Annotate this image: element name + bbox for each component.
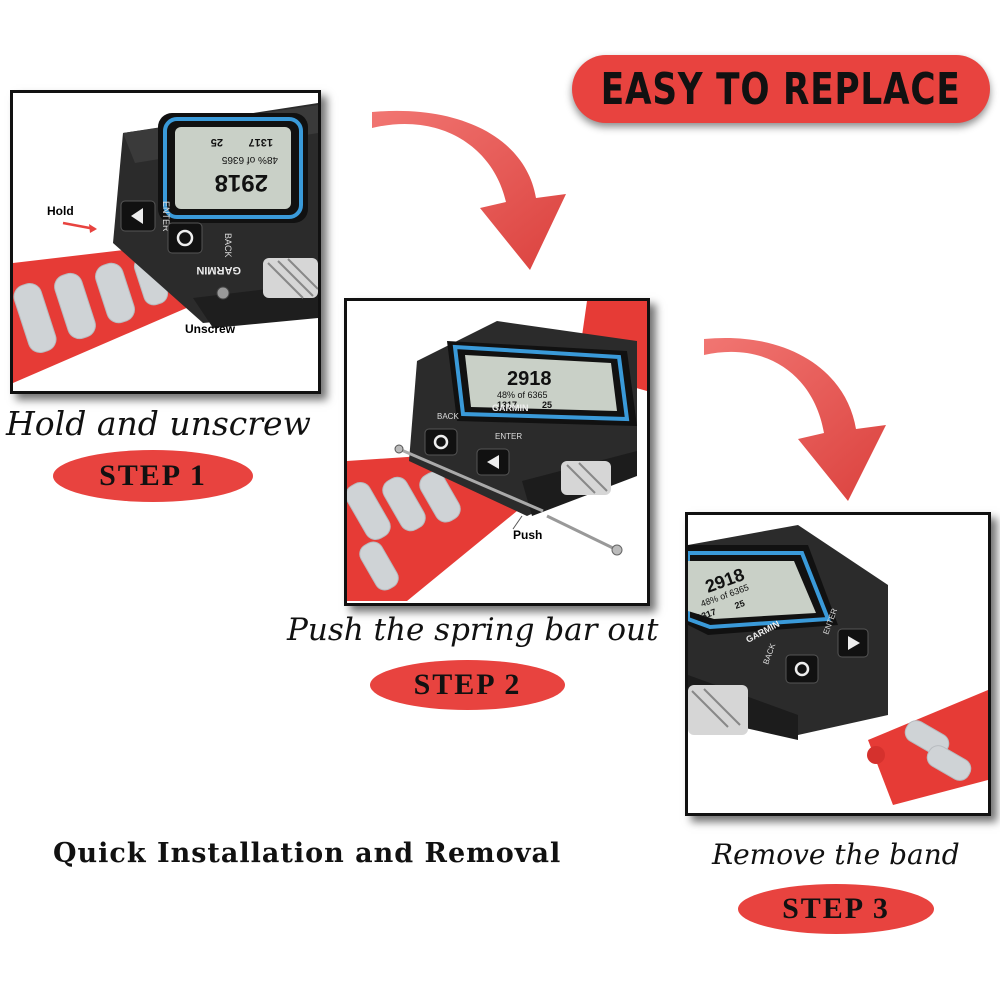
watch-screen-num-b: 25	[542, 400, 552, 410]
unscrew-label: Unscrew	[185, 322, 236, 336]
title-banner: EASY TO REPLACE	[572, 55, 990, 123]
step-1-badge-text: STEP 1	[99, 459, 207, 492]
step-3-photo: 2918 48% of 6365 1317 25 GARMIN BACK ENT…	[685, 512, 991, 816]
watch-button	[424, 428, 458, 456]
step-1-badge: STEP 1	[53, 450, 253, 502]
step-2-badge-text: STEP 2	[413, 668, 522, 701]
step-3-badge: STEP 3	[738, 884, 934, 934]
watch-screen-number: 2918	[215, 169, 268, 196]
watch-button	[785, 654, 819, 684]
push-pin-icon	[546, 514, 616, 551]
watch-illustration: 2918 48% of 6365 1317 25 GARMIN BACK ENT…	[688, 525, 988, 805]
curved-arrow-icon	[704, 337, 886, 501]
play-icon	[487, 455, 499, 469]
back-icon	[794, 661, 810, 677]
play-icon	[131, 208, 143, 224]
step-1-photo: 2918 48% of 6365 1317 25 GARMIN ENTER BA…	[10, 90, 321, 394]
watch-screen-num-b: 25	[733, 598, 746, 611]
watch-button	[167, 222, 203, 254]
watch-strap-detached	[867, 690, 988, 805]
step-2-badge: STEP 2	[370, 660, 565, 710]
curved-arrow-icon	[372, 110, 566, 270]
step-2-caption: Push the spring bar out	[287, 612, 659, 648]
back-icon	[433, 434, 449, 450]
watch-screen-num-a: 1317	[249, 136, 273, 148]
watch-brand-text: GARMIN	[492, 403, 529, 413]
watch-enter-text: ENTER	[161, 201, 171, 232]
watch-screen-num-a: 1317	[497, 400, 517, 410]
step-1-caption: Hold and unscrew	[6, 404, 311, 443]
push-label: Push	[513, 528, 542, 542]
watch-screen-number: 2918	[507, 368, 552, 390]
watch-illustration: 2918 48% of 6365 1317 25 GARMIN BACK ENT…	[347, 301, 647, 601]
watch-screen-line: 48% of 6365	[497, 390, 548, 400]
page-title: EASY TO REPLACE	[601, 63, 961, 115]
back-icon	[176, 229, 194, 247]
watch-screen: 2918 48% of 6365 1317 25	[688, 545, 838, 635]
watch-screen-line: 48% of 6365	[221, 154, 278, 165]
watch-screen: 2918 48% of 6365 1317 25	[447, 341, 637, 426]
footer-caption: Quick Installation and Removal	[53, 838, 562, 869]
play-icon	[848, 636, 860, 650]
watch-enter-text: ENTER	[495, 432, 522, 441]
step-3-badge-text: STEP 3	[782, 892, 890, 925]
step-2-photo: 2918 48% of 6365 1317 25 GARMIN BACK ENT…	[344, 298, 650, 606]
watch-screen-num-b: 25	[211, 136, 223, 148]
watch-brand-text: GARMIN	[196, 264, 241, 276]
watch-back-text: BACK	[437, 412, 459, 421]
watch-illustration: 2918 48% of 6365 1317 25 GARMIN ENTER BA…	[13, 103, 318, 383]
step-3-caption: Remove the band	[712, 838, 960, 871]
spring-bar	[398, 447, 544, 513]
hold-label: Hold	[47, 204, 74, 218]
watch-back-text: BACK	[223, 233, 233, 258]
screw-icon	[216, 286, 230, 300]
watch-screen: 2918 48% of 6365 1317 25	[158, 113, 308, 223]
